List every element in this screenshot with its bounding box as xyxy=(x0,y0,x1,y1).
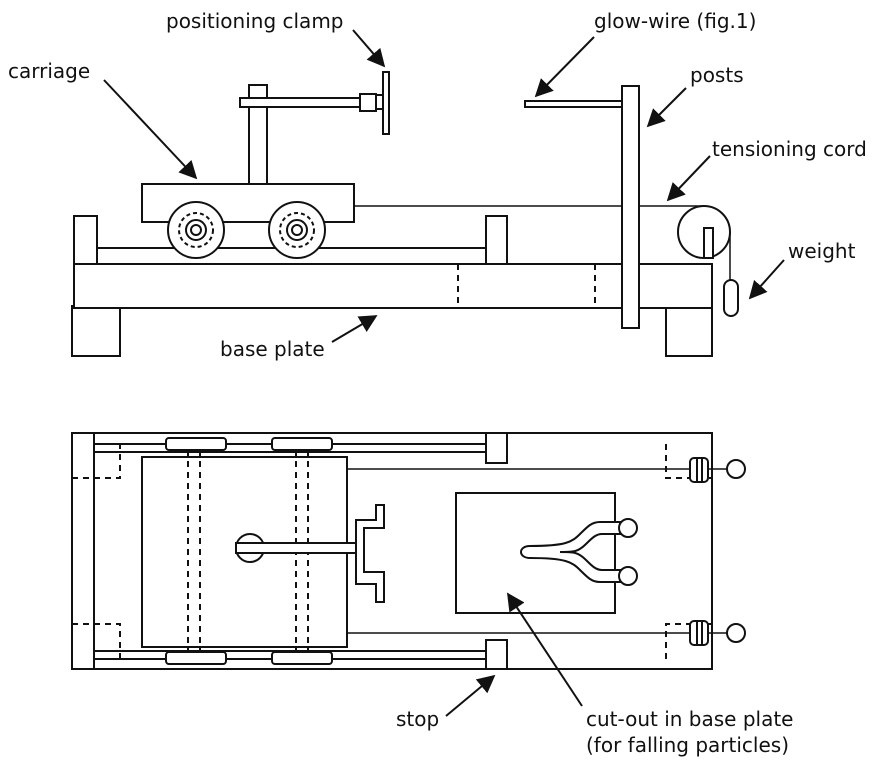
label-glow-wire: glow-wire (fig.1) xyxy=(594,9,756,33)
leader-base-plate xyxy=(331,315,378,343)
leader-weight xyxy=(748,259,785,300)
top-clamp-rod xyxy=(235,542,359,554)
top-pulley-upper xyxy=(689,457,746,483)
label-carriage: carriage xyxy=(8,59,90,83)
top-wheel-lr xyxy=(271,651,333,665)
side-base-plate xyxy=(73,263,713,309)
hidden-foot-left-lower xyxy=(72,623,121,659)
leader-carriage xyxy=(103,79,198,180)
labels: positioning clamp carriage glow-wire (fi… xyxy=(8,9,867,757)
top-stop-lower xyxy=(485,639,508,670)
top-stop-upper xyxy=(485,432,508,464)
side-stop-right xyxy=(485,215,508,265)
leader-positioning-clamp xyxy=(352,29,386,68)
label-weight: weight xyxy=(788,239,856,263)
clamp-block xyxy=(359,93,377,112)
label-base-plate: base plate xyxy=(220,337,325,361)
glow-wire-terminal-lower xyxy=(618,566,638,586)
hidden-foot-right-lower xyxy=(665,623,712,659)
positioning-clamp-plate xyxy=(382,71,390,135)
label-posts: posts xyxy=(690,63,744,87)
clamp-rod xyxy=(239,97,363,108)
wheel-left xyxy=(167,201,225,259)
side-view xyxy=(71,71,739,357)
top-view xyxy=(71,432,746,670)
hidden-foot-right-upper xyxy=(665,444,712,479)
clamp-block-inner xyxy=(375,94,384,110)
pulley-bracket xyxy=(703,227,714,259)
top-positioning-clamp xyxy=(355,504,385,603)
glow-wire-terminal-upper xyxy=(618,518,638,538)
label-cutout-line1: cut-out in base plate xyxy=(586,707,794,731)
leader-stop xyxy=(445,674,496,717)
top-wheel-ll xyxy=(165,651,227,665)
hidden-foot-left-upper xyxy=(72,444,121,479)
side-stop-left xyxy=(73,215,98,265)
leader-glow-wire xyxy=(534,36,595,98)
label-cutout-line2: (for falling particles) xyxy=(586,733,789,757)
top-wheel-ul xyxy=(165,437,227,451)
side-foot-left xyxy=(71,305,121,357)
label-stop: stop xyxy=(396,707,439,731)
leader-cutout xyxy=(507,592,583,707)
weight-body xyxy=(723,279,739,317)
leader-tensioning-cord xyxy=(666,155,711,202)
top-pulley-lower xyxy=(689,620,746,646)
leader-lines xyxy=(103,29,785,717)
label-positioning-clamp: positioning clamp xyxy=(166,9,344,33)
glow-wire-loop xyxy=(520,521,621,583)
wheel-right xyxy=(268,201,326,259)
post xyxy=(621,85,640,329)
side-foot-right xyxy=(665,305,713,357)
leader-posts xyxy=(646,87,687,128)
label-tensioning-cord: tensioning cord xyxy=(712,137,867,161)
top-wheel-ur xyxy=(271,437,333,451)
glow-wire-arm xyxy=(524,100,623,108)
